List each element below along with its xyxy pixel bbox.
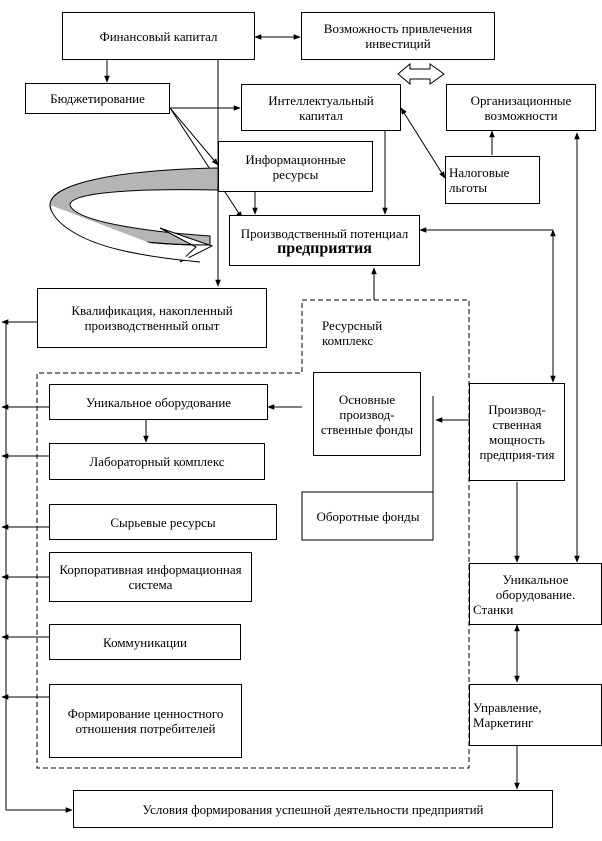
node-fixed-assets: Основные производ-ственные фонды	[313, 372, 421, 456]
label: Информационные ресурсы	[245, 151, 346, 182]
arrow-budget-potential	[169, 107, 243, 219]
label: Основные производ-ственные фонды	[320, 391, 414, 437]
label: Ресурсный комплекс	[322, 318, 383, 348]
node-financial-capital: Финансовый капитал	[62, 12, 255, 60]
label: Условия формирования успешной деятельнос…	[142, 801, 484, 817]
label: Налоговые льготы	[449, 165, 510, 195]
label: Формирование ценностного отношения потре…	[67, 706, 224, 736]
label: Уникальное оборудование	[85, 394, 232, 410]
label-line-2: Станки	[473, 601, 514, 617]
node-unique-equipment: Уникальное оборудование	[49, 384, 268, 420]
label: Бюджетирование	[50, 91, 145, 106]
double-hollow-arrow	[397, 62, 445, 86]
arrow-budget-info	[169, 107, 219, 166]
funds-frame	[301, 396, 434, 541]
circular-arrow	[49, 167, 219, 263]
label: Коммуникации	[103, 634, 187, 650]
node-investment-opportunity: Возможность привлечения инвестиций	[301, 12, 495, 60]
label: Сырьевые ресурсы	[110, 514, 216, 530]
node-value-attitude: Формирование ценностного отношения потре…	[49, 684, 242, 758]
label: Организационные возможности	[470, 92, 572, 123]
node-resource-complex: Ресурсный комплекс	[322, 316, 422, 350]
node-production-capacity: Производ-ственная мощность предприя-тия	[469, 383, 565, 481]
label: Оборотные фонды	[316, 508, 420, 524]
node-success-conditions: Условия формирования успешной деятельнос…	[73, 790, 553, 828]
node-working-capital: Оборотные фонды	[303, 494, 433, 538]
node-laboratory-complex: Лабораторный комплекс	[49, 443, 265, 480]
node-production-potential: Производственный потенциал предприятия	[229, 215, 420, 266]
node-communications: Коммуникации	[49, 624, 241, 660]
label: Возможность привлечения инвестиций	[323, 21, 473, 51]
label: Производ-ственная мощность предприя-тия	[479, 402, 555, 462]
label: Финансовый капитал	[99, 28, 218, 44]
label-emphasis: предприятия	[277, 239, 372, 257]
node-intellectual-capital: Интеллектуальный капитал	[241, 84, 401, 131]
label: Лабораторный комплекс	[89, 454, 225, 469]
resource-complex-outline	[36, 299, 470, 769]
arrow-intellectual-tax	[400, 107, 446, 179]
label: Корпоративная информационная система	[59, 562, 242, 592]
label: Управление, Маркетинг	[473, 700, 542, 730]
label-part: Производственный потенциал	[240, 225, 409, 241]
label: Производственный потенциал предприятия	[233, 225, 416, 257]
node-organizational-capabilities: Организационные возможности	[446, 84, 596, 131]
node-unique-equipment-machines: Уникальное оборудование. Станки	[469, 563, 602, 625]
label: Интеллектуальный капитал	[268, 92, 374, 123]
node-budgeting: Бюджетирование	[25, 83, 170, 114]
node-raw-resources: Сырьевые ресурсы	[49, 504, 277, 540]
node-qualification: Квалификация, накопленный производственн…	[37, 288, 267, 348]
node-corporate-is: Корпоративная информационная система	[49, 552, 252, 602]
node-management-marketing: Управление, Маркетинг	[469, 684, 602, 746]
label-line-1: Уникальное оборудование.	[495, 571, 576, 602]
node-information-resources: Информационные ресурсы	[218, 141, 373, 192]
node-tax-benefits: Налоговые льготы	[445, 156, 540, 204]
label: Квалификация, накопленный производственн…	[71, 303, 233, 333]
